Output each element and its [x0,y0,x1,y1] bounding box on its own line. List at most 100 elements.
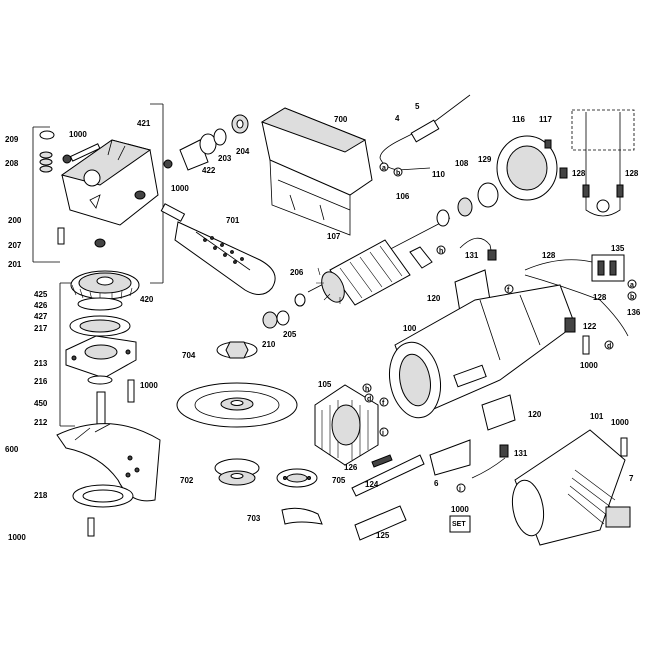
label-216: 216 [34,377,48,386]
label-212: 212 [34,418,48,427]
carry-case-700 [260,107,373,236]
label-125: 125 [376,531,390,540]
label-420: 420 [140,295,154,304]
label-1000-motor: 1000 [580,361,598,370]
label-6: 6 [434,479,439,488]
marker-f-stator: f [382,400,385,407]
label-422: 422 [202,166,216,175]
nut-705 [276,468,318,488]
label-116: 116 [512,115,525,124]
marker-i-stator: i [382,430,384,437]
label-122: 122 [583,322,597,331]
brush-117 [559,167,568,179]
cap-209 [39,130,55,140]
screw-1000-right [620,437,628,457]
cable-131-lower [471,457,506,479]
screw-1000-bottom [87,517,95,537]
label-106: 106 [396,192,410,201]
ring-427 [77,297,123,311]
label-1000-handle: 1000 [171,184,189,193]
label-1000-mid: 1000 [140,381,158,390]
label-131-low: 131 [514,449,528,458]
washer-110 [436,209,450,227]
rear-housing-101 [511,429,626,546]
handle-and-discs [160,114,323,525]
cable-131 [459,237,493,256]
switch-120-lower [481,394,516,431]
label-210: 210 [262,340,276,349]
label-107: 107 [327,232,341,241]
ring-205 [276,310,290,326]
label-126: 126 [344,463,358,472]
label-426: 426 [34,301,48,310]
label-704: 704 [182,351,196,360]
marker-f-top: f [507,287,510,294]
marker-a-switch: a [630,282,634,289]
label-701: 701 [226,216,240,225]
bearing-108 [457,197,473,217]
motor-group [260,94,635,546]
label-450: 450 [34,399,48,408]
label-100: 100 [403,324,417,333]
label-7: 7 [629,474,634,483]
label-702: 702 [180,476,194,485]
label-427: 427 [34,312,48,321]
label-128-low: 128 [593,293,607,302]
label-120-top: 120 [427,294,441,303]
ring-206 [294,293,306,307]
set-box [449,515,471,533]
screw-1000-mid [127,379,135,403]
clip-122 [564,317,576,333]
screw-1000 [62,143,101,164]
lever-124 [351,454,425,497]
label-5: 5 [415,102,420,111]
label-135: 135 [611,244,625,253]
label-120-low: 120 [528,410,542,419]
label-218: 218 [34,491,48,500]
label-129: 129 [478,155,492,164]
ring-129 [477,182,499,208]
paddle-125 [354,505,407,541]
flange-213 [65,335,137,379]
label-105: 105 [318,380,332,389]
pin-207 [57,227,65,245]
label-128-mid: 128 [542,251,556,260]
flange-702 [214,458,260,486]
cover-6 [429,439,471,476]
part-labels: 209 208 1000 200 207 201 425 426 427 217… [5,102,641,542]
label-207: 207 [8,241,22,250]
label-110: 110 [432,170,445,179]
motor-housing-100 [389,284,576,419]
label-136: 136 [627,308,641,317]
ring-203 [213,128,227,146]
label-108: 108 [455,159,469,168]
gear-housing-200 [60,139,159,226]
label-200: 200 [8,216,22,225]
spring-126 [371,454,393,468]
bearing-210 [262,311,278,329]
spring-208 [39,151,53,159]
label-204: 204 [236,147,250,156]
guard-600 [56,423,161,502]
label-128-left: 128 [572,169,586,178]
label-203: 203 [218,154,232,163]
connection-markers: a b h f a b d h d f i i [362,162,637,493]
label-1000-bottom: 1000 [8,533,26,542]
marker-d-right: d [607,343,611,350]
label-703: 703 [247,514,261,523]
label-700: 700 [334,115,348,124]
label-1000-right: 1000 [611,418,629,427]
label-117: 117 [539,115,552,124]
label-201: 201 [8,260,22,269]
marker-b-top: b [396,170,400,177]
marker-b-switch: b [630,294,634,301]
marker-h-stator: h [365,386,369,393]
label-128-right: 128 [625,169,639,178]
label-600: 600 [5,445,19,454]
end-cap-116 [496,135,558,201]
label-705: 705 [332,476,346,485]
label-208: 208 [5,159,19,168]
bevel-gear-425 [70,270,140,301]
washer-216 [87,375,113,385]
